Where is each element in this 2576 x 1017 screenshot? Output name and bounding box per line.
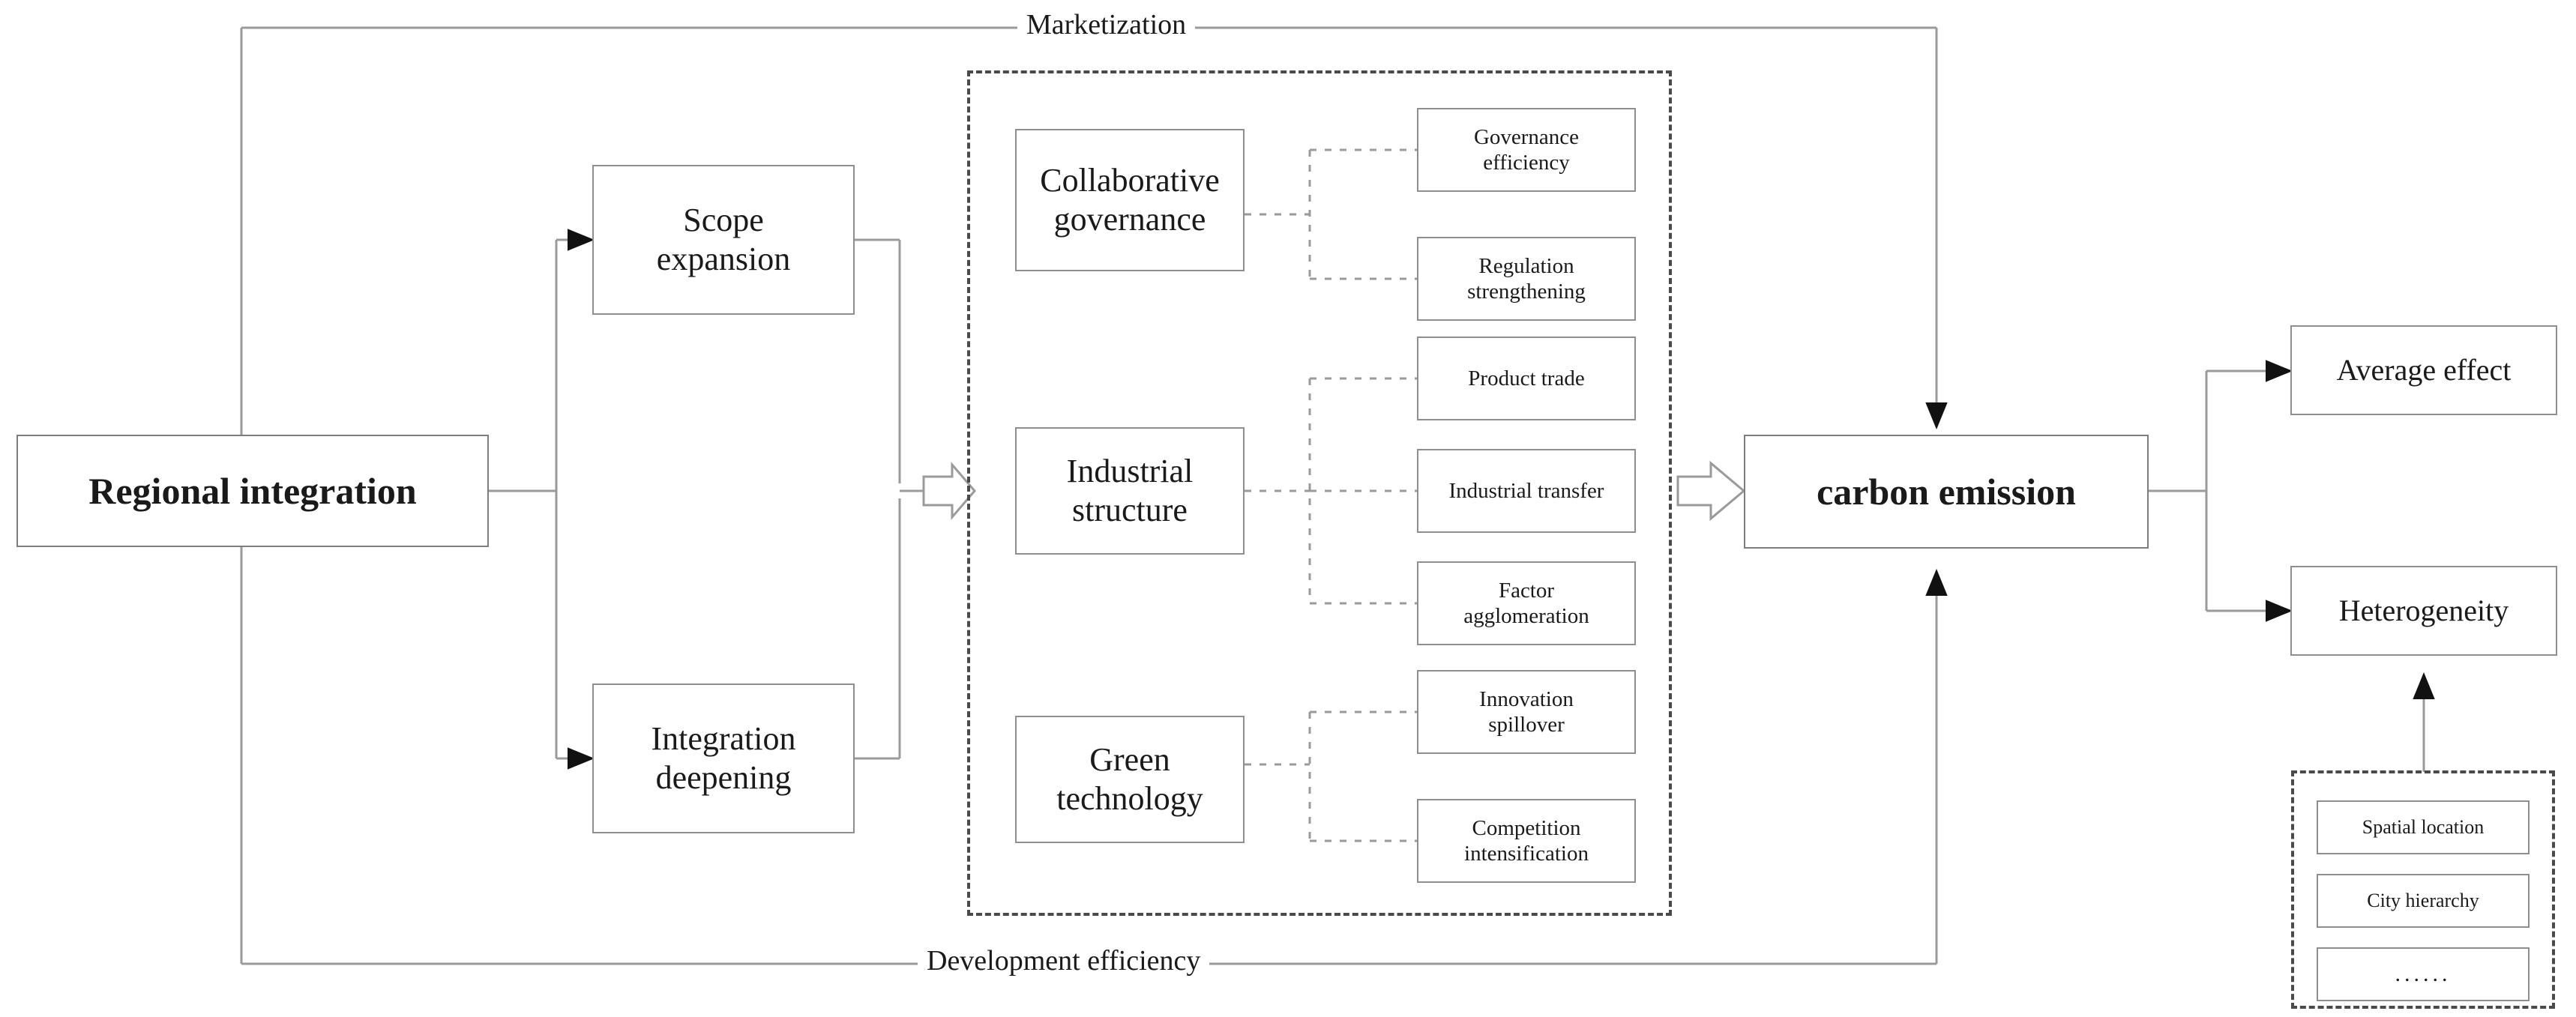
node-more-factors[interactable]: ......	[2317, 947, 2530, 1001]
node-label: Scope expansion	[656, 202, 791, 277]
node-regional-integration[interactable]: Regional integration	[16, 435, 489, 547]
node-label: Industrial transfer	[1448, 478, 1604, 503]
node-competition-intensification[interactable]: Competition intensification	[1417, 799, 1636, 883]
node-label: Heterogeneity	[2338, 594, 2509, 628]
node-label: Regulation strengthening	[1467, 253, 1586, 304]
node-collaborative-governance[interactable]: Collaborative governance	[1015, 129, 1245, 271]
node-carbon-emission[interactable]: carbon emission	[1744, 435, 2149, 549]
node-governance-efficiency[interactable]: Governance efficiency	[1417, 108, 1636, 192]
node-green-technology[interactable]: Green technology	[1015, 716, 1245, 843]
node-scope-expansion[interactable]: Scope expansion	[592, 165, 855, 315]
carbon-to-outcome-lines	[2149, 369, 2257, 612]
node-label: Green technology	[1056, 741, 1203, 817]
node-label: Regional integration	[88, 469, 417, 512]
node-label: Spatial location	[2362, 815, 2485, 838]
node-label: ......	[2395, 962, 2452, 987]
stage-to-merge-lines	[855, 238, 924, 760]
node-average-effect[interactable]: Average effect	[2290, 325, 2557, 415]
node-industrial-transfer[interactable]: Industrial transfer	[1417, 449, 1636, 533]
node-industrial-structure[interactable]: Industrial structure	[1015, 427, 1245, 555]
node-innovation-spillover[interactable]: Innovation spillover	[1417, 670, 1636, 754]
node-label: Product trade	[1468, 366, 1585, 390]
hollow-arrow-right	[1676, 460, 1746, 522]
node-label: Integration deepening	[651, 720, 796, 796]
node-product-trade[interactable]: Product trade	[1417, 337, 1636, 420]
heterogeneity-factors-container	[2291, 770, 2555, 1009]
node-regulation-strengthening[interactable]: Regulation strengthening	[1417, 237, 1636, 321]
source-to-stage-lines	[489, 240, 558, 758]
node-label: Collaborative governance	[1040, 162, 1220, 238]
node-label: Average effect	[2336, 353, 2512, 387]
node-heterogeneity[interactable]: Heterogeneity	[2290, 566, 2557, 656]
node-label: Factor agglomeration	[1463, 578, 1589, 628]
node-label: Governance efficiency	[1473, 124, 1580, 175]
node-spatial-location[interactable]: Spatial location	[2317, 800, 2530, 854]
node-label: carbon emission	[1817, 470, 2076, 513]
label-development-efficiency: Development efficiency	[918, 947, 1210, 975]
label-marketization: Marketization	[1017, 10, 1196, 39]
node-label: City hierarchy	[2367, 889, 2479, 911]
node-label: Competition intensification	[1464, 815, 1589, 866]
node-label: Innovation spillover	[1479, 686, 1574, 737]
node-factor-agglomeration[interactable]: Factor agglomeration	[1417, 561, 1636, 645]
node-integration-deepening[interactable]: Integration deepening	[592, 683, 855, 833]
node-label: Industrial structure	[1066, 453, 1194, 528]
mechanism-group-container	[967, 70, 1672, 916]
node-city-hierarchy[interactable]: City hierarchy	[2317, 874, 2530, 928]
